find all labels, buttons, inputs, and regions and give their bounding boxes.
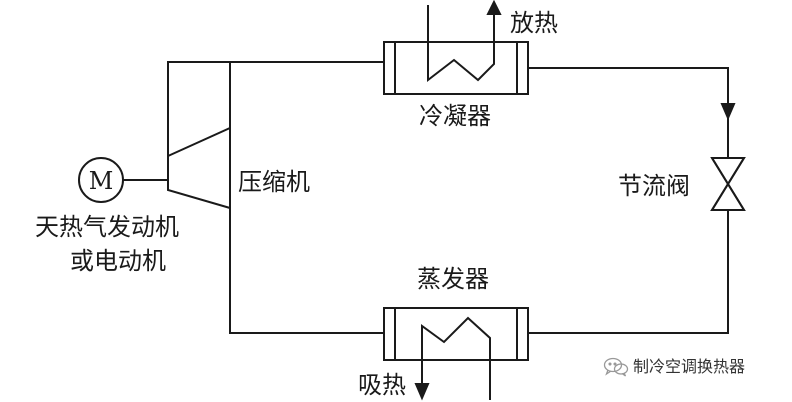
throttle-valve-outline xyxy=(710,157,746,211)
condenser-body xyxy=(383,41,529,95)
heat-absorb-label: 吸热 xyxy=(358,371,406,399)
heat-absorb-arrow-head xyxy=(414,383,430,401)
watermark-text: 制冷空调换热器 xyxy=(633,357,746,376)
throttle-valve-label: 节流阀 xyxy=(618,172,690,200)
compressor xyxy=(167,126,231,210)
heat-release-label: 放热 xyxy=(510,9,558,37)
compressor-label: 压缩机 xyxy=(238,168,310,196)
evaporator-label: 蒸发器 xyxy=(417,265,489,293)
evaporator-coil xyxy=(421,316,491,400)
motor-symbol: M xyxy=(89,167,114,195)
evaporator-body xyxy=(383,307,529,361)
valve-to-evaporator-pipe xyxy=(528,210,729,334)
driver-label-line2: 或电动机 xyxy=(70,247,166,275)
condenser-coil xyxy=(427,5,495,83)
condenser xyxy=(383,0,529,95)
heat-release-arrow-head xyxy=(486,0,502,15)
suction-pipe xyxy=(229,208,384,334)
wechat-icon xyxy=(603,357,629,377)
condenser-label: 冷凝器 xyxy=(419,102,491,130)
motor: M xyxy=(78,157,124,203)
driver-label-line1: 天热气发动机 xyxy=(35,213,179,241)
flow-arrow-down xyxy=(720,103,736,121)
condenser-to-valve-pipe xyxy=(528,67,729,110)
